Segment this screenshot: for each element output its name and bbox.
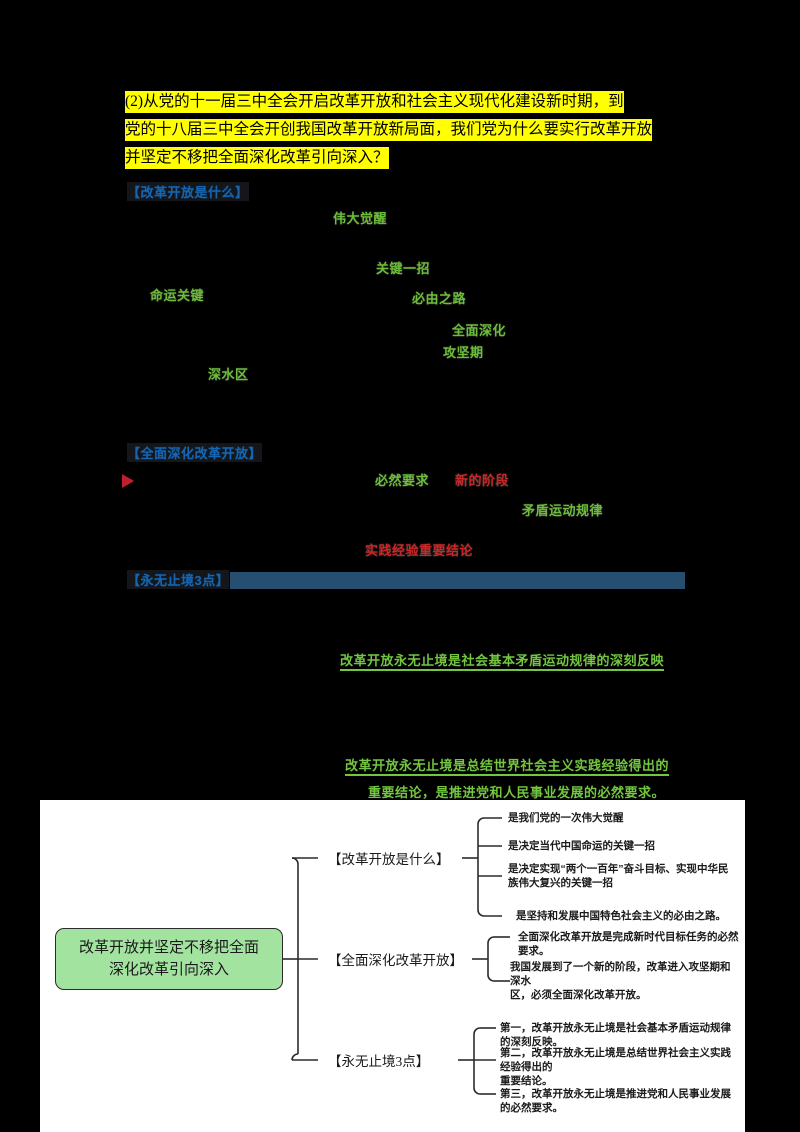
question-line-3: 并坚定不移把全面深化改革引向深入？ (125, 144, 800, 172)
annotation-fragment-9: 新的阶段 (455, 473, 510, 488)
annotation-fragment-2: 关键一招 (376, 261, 431, 276)
annotation-fragment-1: 伟大觉醒 (333, 211, 388, 226)
annotation-fragment-3: 必由之路 (412, 291, 467, 306)
annotation-fragment-10: 矛盾运动规律 (522, 503, 604, 518)
mindmap-panel: 改革开放并坚定不移把全面 深化改革引向深入 【改革开放是什么】 是我们党的一次伟… (40, 800, 745, 1132)
mindmap-leaf-1-4: 是坚持和发展中国特色社会主义的必由之路。 (516, 910, 726, 922)
question-block: (2)从党的十一届三中全会开启改革开放和社会主义现代化建设新时期，到 党的十八届… (0, 88, 800, 172)
annotation-fragment-5: 全面深化 (452, 323, 507, 338)
annotation-fragment-7: 深水区 (208, 367, 249, 382)
mindmap-branch-label-2[interactable]: 【全面深化改革开放】 (328, 953, 463, 968)
annotation-fragment-12: 改革开放永无止境是社会基本矛盾运动规律的深刻反映 (340, 650, 665, 671)
question-line-3-text: 并坚定不移把全面深化改革引向深入？ (125, 147, 389, 169)
mindmap-branch-label-1[interactable]: 【改革开放是什么】 (328, 852, 450, 867)
annotation-fragment-6: 攻坚期 (443, 345, 484, 360)
mindmap-root-node[interactable]: 改革开放并坚定不移把全面 深化改革引向深入 (55, 928, 283, 990)
annotation-fragment-4: 命运关键 (150, 288, 205, 303)
mindmap-leaf-3-2: 第二，改革开放永无止境是总结世界社会主义实践经验得出的 重要结论。 (500, 1047, 731, 1087)
mindmap-leaf-1-1: 是我们党的一次伟大觉醒 (508, 812, 624, 824)
question-line-2: 党的十八届三中全会开创我国改革开放新局面，我们党为什么要实行改革开放 (125, 116, 800, 144)
mindmap-leaf-3-1: 第一，改革开放永无止境是社会基本矛盾运动规律的深刻反映。 (500, 1022, 731, 1048)
mindmap-connectors (283, 817, 510, 1095)
mindmap-leaf-3-3: 第三，改革开放永无止境是推进党和人民事业发展的必然要求。 (500, 1088, 731, 1114)
annotation-fragment-11: 实践经验重要结论 (365, 543, 474, 558)
red-arrow-marker (122, 474, 134, 488)
mindmap-root-label: 改革开放并坚定不移把全面 深化改革引向深入 (78, 940, 259, 978)
annotation-fragment-13: 改革开放永无止境是总结世界社会主义实践经验得出的 (345, 755, 670, 776)
mindmap-leaf-2-1: 全面深化改革开放是完成新时代目标任务的必然要求。 (518, 931, 739, 957)
annotation-fragment-8: 必然要求 (375, 473, 430, 488)
mindmap-leaf-1-3: 是决定实现“两个一百年”奋斗目标、实现中华民 族伟大复兴的关键一招 (508, 863, 729, 889)
question-line-1: (2)从党的十一届三中全会开启改革开放和社会主义现代化建设新时期，到 (125, 88, 800, 116)
mindmap-leaf-1-2: 是决定当代中国命运的关键一招 (508, 840, 655, 852)
annotation-heading-1: 【改革开放是什么】 (127, 182, 249, 201)
question-line-1-text: (2)从党的十一届三中全会开启改革开放和社会主义现代化建设新时期，到 (125, 91, 624, 113)
question-line-2-text: 党的十八届三中全会开创我国改革开放新局面，我们党为什么要实行改革开放 (125, 119, 653, 141)
annotation-heading-2: 【全面深化改革开放】 (127, 443, 263, 462)
mindmap-leaf-2-2: 我国发展到了一个新的阶段，改革进入攻坚期和深水 区，必须全面深化改革开放。 (510, 961, 731, 1001)
annotation-band (230, 572, 685, 589)
mindmap-branch-label-3[interactable]: 【永无止境3点】 (328, 1054, 430, 1069)
annotation-heading-3: 【永无止境3点】 (127, 570, 230, 589)
